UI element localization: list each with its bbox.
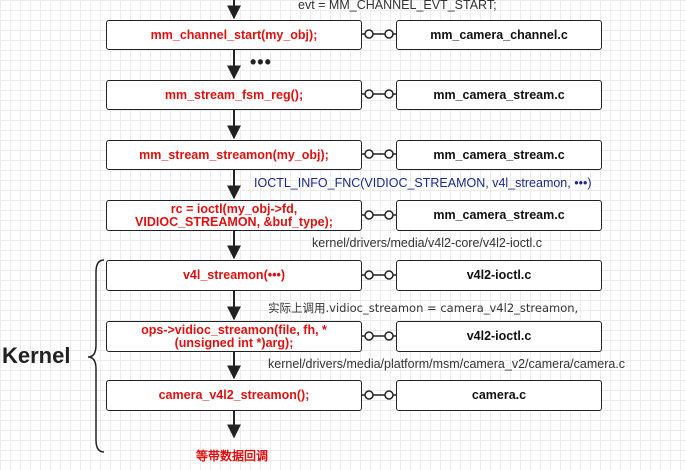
fn-ioctl-line2: VIDIOC_STREAMON, &buf_type); xyxy=(135,214,333,229)
note-camera-path: kernel/drivers/media/platform/msm/camera… xyxy=(268,357,626,371)
fn-box-v4l-streamon: v4l_streamon(•••) xyxy=(106,260,362,291)
fn-vidioc-line1: ops->vidioc_streamon(file, fh, * xyxy=(141,322,327,337)
ellipsis-dots: ••• xyxy=(250,52,272,72)
file-link-3 xyxy=(362,149,396,159)
file-link-4 xyxy=(362,210,396,220)
file-link-1 xyxy=(362,29,396,39)
file-box-mm-camera-stream-3: mm_camera_stream.c xyxy=(396,200,602,231)
fn-box-mm-channel-start: mm_channel_start(my_obj); xyxy=(106,20,362,50)
fn-vidioc-line2: (unsigned int *)arg); xyxy=(174,335,294,350)
file-link-7 xyxy=(362,390,396,400)
file-box-mm-camera-channel: mm_camera_channel.c xyxy=(396,20,602,50)
file-box-camera-c: camera.c xyxy=(396,380,602,411)
fn-ioctl-line1: rc = ioctl(my_obj->fd, xyxy=(170,201,298,216)
note-evt-start: evt = MM_CHANNEL_EVT_START; xyxy=(298,0,497,12)
file-link-6 xyxy=(362,331,396,341)
file-box-mm-camera-stream-1: mm_camera_stream.c xyxy=(396,80,602,110)
kernel-label: Kernel xyxy=(2,343,71,368)
fn-box-mm-stream-streamon: mm_stream_streamon(my_obj); xyxy=(106,140,362,170)
file-box-v4l2-ioctl-2: v4l2-ioctl.c xyxy=(396,321,602,352)
fn-box-vidioc-streamon: ops->vidioc_streamon(file, fh, * (unsign… xyxy=(106,321,362,352)
kernel-brace xyxy=(87,259,105,453)
note-actual-call: 实际上调用.vidioc_streamon = camera_v4l2_stre… xyxy=(268,301,579,315)
note-ioctl-info: IOCTL_INFO_FNC(VIDIOC_STREAMON, v4l_stre… xyxy=(254,176,592,190)
note-v4l2-ioctl-path: kernel/drivers/media/v4l2-core/v4l2-ioct… xyxy=(312,236,542,250)
file-box-v4l2-ioctl-1: v4l2-ioctl.c xyxy=(396,260,602,291)
fn-box-ioctl-streamon: rc = ioctl(my_obj->fd, VIDIOC_STREAMON, … xyxy=(106,200,362,231)
fn-box-camera-v4l2-streamon: camera_v4l2_streamon(); xyxy=(106,380,362,411)
file-box-mm-camera-stream-2: mm_camera_stream.c xyxy=(396,140,602,170)
callback-label: 等带数据回调 xyxy=(196,449,269,463)
file-link-5 xyxy=(362,270,396,280)
file-link-2 xyxy=(362,89,396,99)
fn-box-mm-stream-fsm-reg: mm_stream_fsm_reg(); xyxy=(106,80,362,110)
